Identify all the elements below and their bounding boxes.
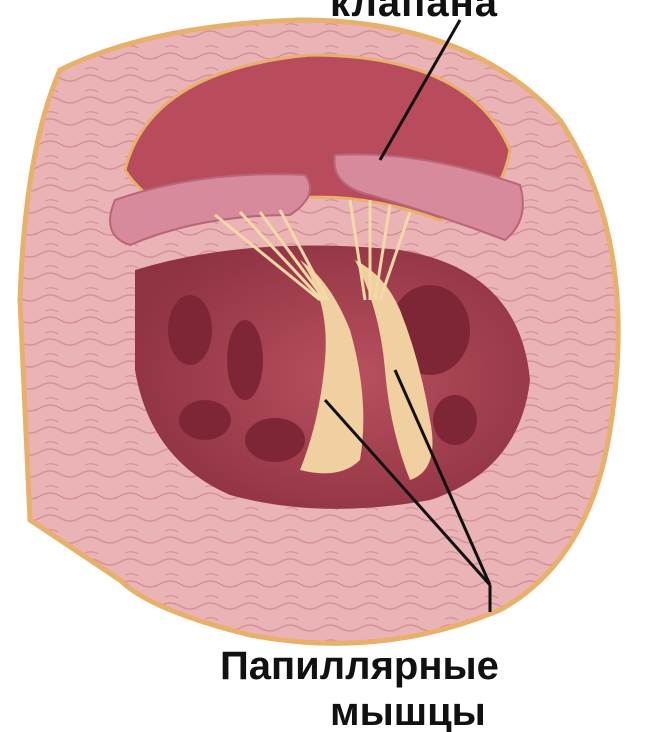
valve-label: клапана bbox=[330, 0, 498, 23]
papillary-label-line2: мышцы bbox=[330, 692, 486, 732]
papillary-label-line1: Папиллярные bbox=[220, 646, 499, 686]
